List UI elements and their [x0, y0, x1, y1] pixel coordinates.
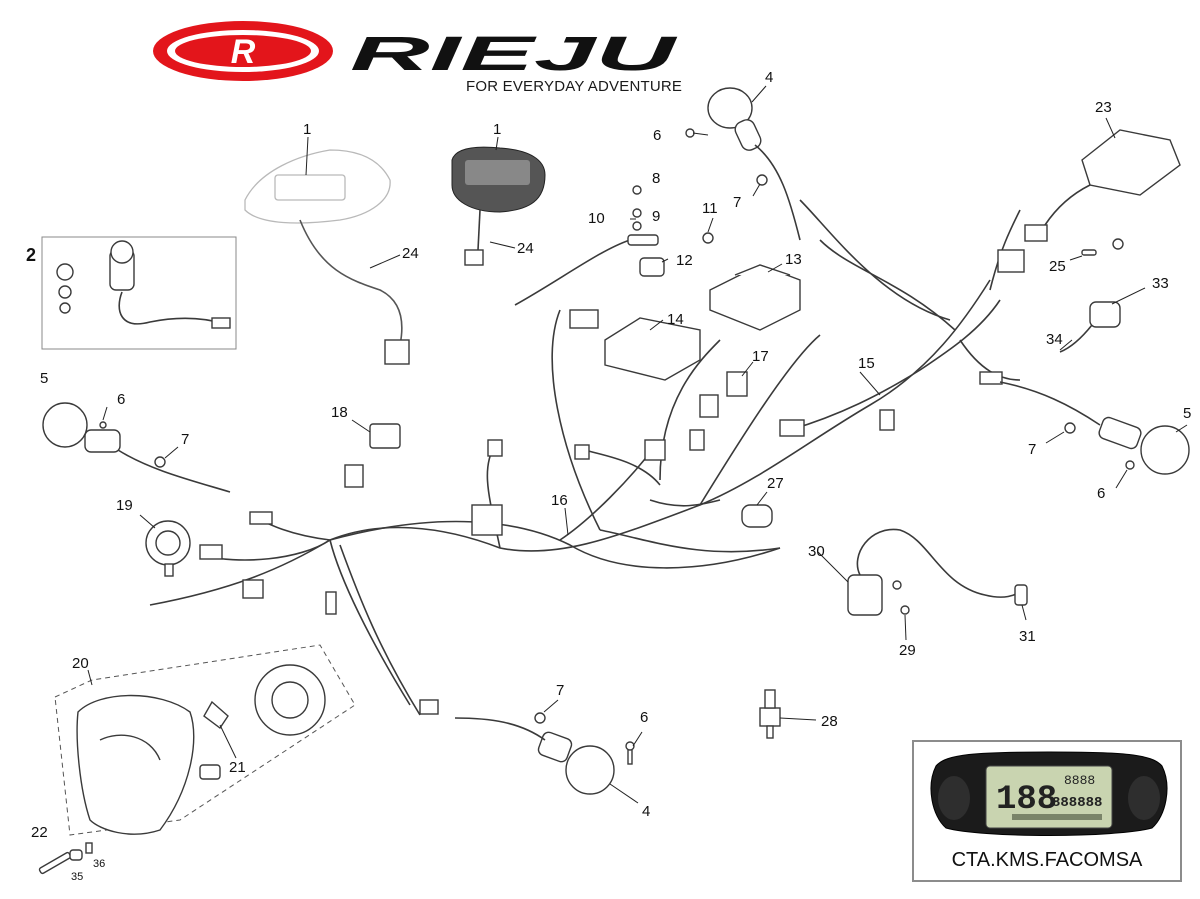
small-fasteners: [99, 128, 1135, 765]
callout-22: 22: [31, 824, 48, 841]
callout-24a: 24: [402, 245, 419, 262]
callout-19: 19: [116, 497, 133, 514]
callout-6a: 6: [653, 127, 661, 144]
callout-7b: 7: [181, 431, 189, 448]
callout-6d: 6: [640, 709, 648, 726]
callout-21: 21: [229, 759, 246, 776]
inset-caption: CTA.KMS.FACOMSA: [951, 849, 1143, 871]
callout-12: 12: [676, 252, 693, 269]
callout-5a: 5: [40, 370, 48, 387]
flasher-18: [369, 423, 401, 449]
callout-28: 28: [821, 713, 838, 730]
callout-18: 18: [331, 404, 348, 421]
brand-tagline: FOR EVERYDAY ADVENTURE: [466, 78, 683, 95]
harness-connectors: [199, 224, 1048, 715]
headlight-assembly-20: [54, 644, 356, 836]
horn-19: [145, 520, 191, 577]
cdi-unit-13: [709, 264, 801, 331]
dashboard-dark: [451, 146, 546, 266]
callout-6b: 6: [117, 391, 125, 408]
callout-30: 30: [808, 543, 825, 560]
logo-letter: R: [231, 33, 256, 71]
rieju-logo: R RIEJU: [153, 21, 678, 81]
ignition-coil-30: [847, 528, 1028, 616]
display-odometer: 888888: [1052, 795, 1102, 811]
dashboard-outline: [244, 149, 410, 365]
callout-33: 33: [1152, 275, 1169, 292]
dashboard-inset: 188 8888 888888 CTA.KMS.FACOMSA: [912, 740, 1182, 882]
brand-name: RIEJU: [350, 28, 678, 81]
callout-1a: 1: [303, 121, 311, 138]
turn-signal-left: [42, 402, 231, 493]
callout-14: 14: [667, 311, 684, 328]
screw-22: [38, 842, 93, 875]
sensor-33: [1059, 301, 1121, 353]
callout-35: 35: [71, 871, 83, 883]
callout-7c: 7: [1028, 441, 1036, 458]
callout-7d: 7: [556, 682, 564, 699]
callout-1b: 1: [493, 121, 501, 138]
leader-lines: [87, 85, 1188, 804]
dashboard-photo: 188 8888 888888: [930, 751, 1168, 836]
callout-31: 31: [1019, 628, 1036, 645]
relay-17: [726, 371, 748, 397]
turn-signal-right: [999, 381, 1190, 475]
callout-4a: 4: [765, 69, 773, 86]
turn-signal-top: [707, 87, 801, 241]
callout-7a: 7: [733, 194, 741, 211]
callout-13: 13: [785, 251, 802, 268]
callout-11: 11: [702, 200, 718, 217]
callout-15: 15: [858, 355, 875, 372]
rectifier-23: [1044, 129, 1181, 226]
callout-36: 36: [93, 858, 105, 870]
callout-20: 20: [72, 655, 89, 672]
callout-27: 27: [767, 475, 784, 492]
turn-signal-bottom: [454, 717, 615, 795]
callout-24b: 24: [517, 240, 534, 257]
callout-6c: 6: [1097, 485, 1105, 502]
display-speed: 188: [996, 781, 1057, 819]
callout-9: 9: [652, 208, 660, 225]
callout-23: 23: [1095, 99, 1112, 116]
display-small: 8888: [1064, 773, 1095, 788]
callout-10: 10: [588, 210, 605, 227]
callout-8: 8: [652, 170, 660, 187]
callout-numbers: 1 1 2 4 4 5 5 6 6 6 6 7 7 7 7 8 9 10 11 …: [26, 69, 1191, 883]
callout-34: 34: [1046, 331, 1063, 348]
callout-2: 2: [26, 245, 36, 265]
callout-25: 25: [1049, 258, 1066, 275]
callout-16: 16: [551, 492, 568, 509]
ignition-inset: [41, 236, 237, 350]
callout-4b: 4: [642, 803, 650, 820]
callout-5b: 5: [1183, 405, 1191, 422]
callout-29: 29: [899, 642, 916, 659]
neutral-switch-28: [759, 689, 781, 739]
capacitor-27: [741, 504, 773, 528]
callout-17: 17: [752, 348, 769, 365]
regulator-14: [569, 309, 701, 381]
